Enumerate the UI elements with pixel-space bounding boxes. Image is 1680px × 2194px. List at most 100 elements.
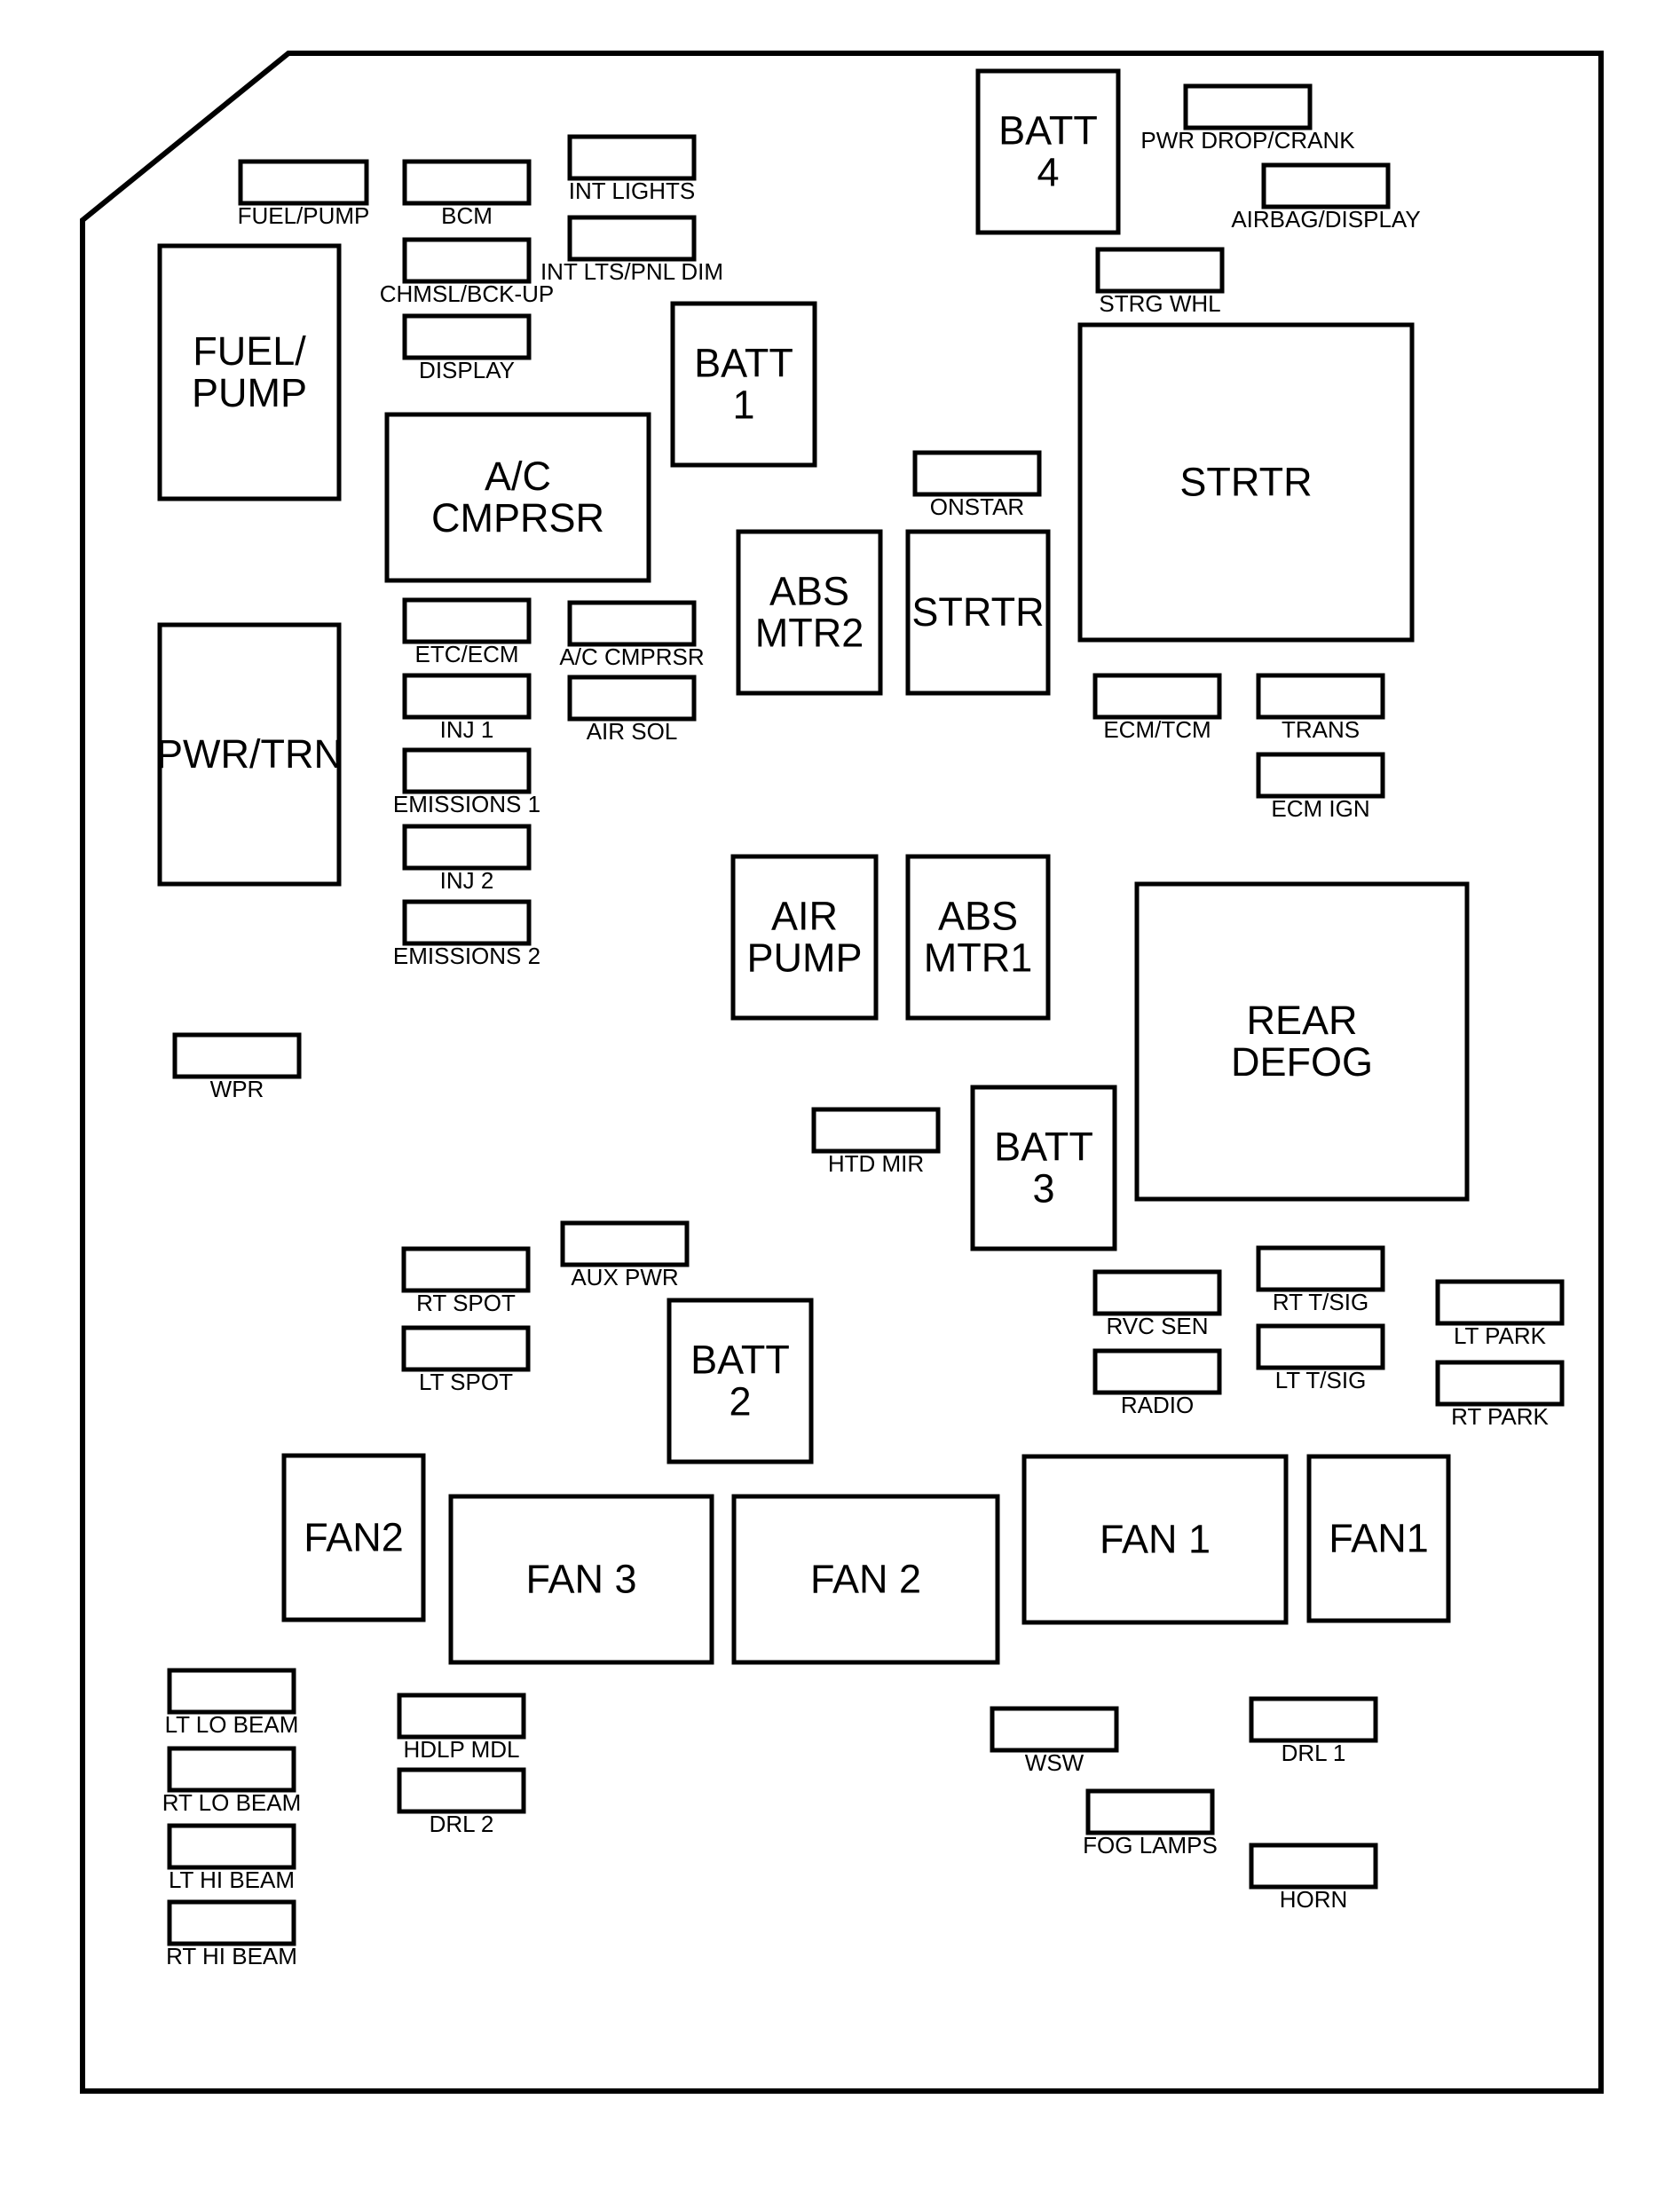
inj-2-fuse-label: INJ 2 [440, 867, 494, 894]
lt-hi-beam-fuse-label: LT HI BEAM [169, 1866, 295, 1893]
int-lights-fuse: INT LIGHTS [567, 134, 697, 204]
drl-2-fuse: DRL 2 [397, 1767, 526, 1837]
abs-mtr1-fuse-label-line: MTR1 [924, 935, 1033, 981]
ecm-ign-fuse-label: ECM IGN [1271, 795, 1369, 822]
trans-fuse-label: TRANS [1282, 716, 1360, 743]
lt-t-sig-fuse-label: LT T/SIG [1275, 1367, 1367, 1393]
inj-2-fuse: INJ 2 [402, 824, 532, 894]
rt-spot-fuse: RT SPOT [401, 1246, 531, 1316]
drl-2-fuse-box [397, 1767, 526, 1814]
rt-park-fuse-label: RT PARK [1451, 1403, 1549, 1430]
rt-t-sig-fuse-box [1256, 1245, 1385, 1292]
htd-mir-fuse-label: HTD MIR [828, 1150, 924, 1177]
airbag-display-fuse: AIRBAG/DISPLAY [1231, 162, 1421, 233]
int-lts-pnl-dim-fuse-box [567, 215, 697, 262]
rt-park-fuse: RT PARK [1435, 1360, 1565, 1430]
fuel-pump-relay-label-line: FUEL/ [193, 328, 306, 374]
fuel-pump-relay-label-line: PUMP [192, 370, 307, 415]
batt-3-fuse-label-line: 3 [1032, 1166, 1054, 1211]
horn-fuse: HORN [1249, 1843, 1378, 1913]
drl-2-fuse-label: DRL 2 [430, 1811, 494, 1837]
inj-1-fuse: INJ 1 [402, 673, 532, 743]
fan-3-relay-box [448, 1494, 714, 1665]
strtr-relay-large: STRTR [1077, 322, 1415, 643]
emissions-1-fuse: EMISSIONS 1 [393, 747, 540, 817]
pwr-trn-relay-box [157, 622, 342, 887]
air-pump-fuse-box [730, 854, 879, 1021]
pwr-drop-crank-fuse-box [1183, 83, 1313, 130]
air-sol-fuse-label: AIR SOL [587, 718, 678, 745]
chmsl-bck-up-fuse: CHMSL/BCK-UP [380, 237, 554, 307]
fan-3-relay: FAN 3 [448, 1494, 714, 1665]
fan2-relay-small: FAN2 [281, 1453, 426, 1622]
pwr-trn-relay: PWR/TRN [156, 622, 343, 887]
fuel-pump-fuse: FUEL/PUMP [238, 159, 369, 229]
batt-2-fuse-label-line: BATT [690, 1338, 790, 1383]
drl-1-fuse-label: DRL 1 [1282, 1740, 1346, 1766]
display-fuse-label: DISPLAY [419, 357, 515, 383]
radio-fuse: RADIO [1092, 1348, 1222, 1418]
fan-3-relay-label-line: FAN 3 [525, 1557, 636, 1602]
wpr-fuse-box [172, 1032, 302, 1079]
batt-1-fuse-label-line: BATT [694, 341, 793, 386]
lt-lo-beam-fuse-box [167, 1668, 296, 1715]
ecm-tcm-fuse: ECM/TCM [1092, 673, 1222, 743]
ac-cmprsr-fuse-label: A/C CMPRSR [559, 643, 704, 670]
rvc-sen-fuse-label: RVC SEN [1106, 1313, 1208, 1339]
horn-fuse-box [1249, 1843, 1378, 1890]
inj-1-fuse-label: INJ 1 [440, 716, 494, 743]
pwr-drop-crank-fuse: PWR DROP/CRANK [1140, 83, 1355, 154]
bcm-fuse-label: BCM [441, 202, 493, 229]
abs-mtr2-fuse-label-line: MTR2 [755, 611, 864, 656]
onstar-fuse-label: ONSTAR [930, 493, 1024, 520]
wsw-fuse-label: WSW [1025, 1749, 1085, 1776]
pwr-trn-relay-label-line: PWR/TRN [156, 731, 343, 777]
etc-ecm-fuse-box [402, 597, 532, 644]
aux-pwr-fuse: AUX PWR [560, 1220, 690, 1290]
batt-4-fuse-box [975, 68, 1121, 235]
int-lts-pnl-dim-fuse: INT LTS/PNL DIM [540, 215, 723, 285]
strtr-fuse: STRTR [905, 529, 1051, 696]
fog-lamps-fuse-label: FOG LAMPS [1083, 1832, 1218, 1859]
rt-lo-beam-fuse-box [167, 1746, 296, 1793]
batt-4-fuse-label-line: BATT [998, 108, 1098, 154]
fan2-relay-small-label-line: FAN2 [304, 1515, 404, 1560]
pwr-drop-crank-fuse-label: PWR DROP/CRANK [1140, 127, 1355, 154]
lt-lo-beam-fuse: LT LO BEAM [165, 1668, 298, 1738]
air-sol-fuse-box [567, 675, 697, 722]
display-fuse: DISPLAY [402, 313, 532, 383]
rt-spot-fuse-label: RT SPOT [416, 1290, 516, 1316]
lt-t-sig-fuse: LT T/SIG [1256, 1323, 1385, 1393]
lt-park-fuse-label: LT PARK [1454, 1322, 1547, 1349]
chmsl-bck-up-fuse-label: CHMSL/BCK-UP [380, 280, 554, 307]
ecm-tcm-fuse-box [1092, 673, 1222, 720]
hdlp-mdl-fuse: HDLP MDL [397, 1693, 526, 1763]
fan-1-relay: FAN 1 [1021, 1454, 1289, 1625]
lt-park-fuse: LT PARK [1435, 1279, 1565, 1349]
air-sol-fuse: AIR SOL [567, 675, 697, 745]
lt-park-fuse-box [1435, 1279, 1565, 1326]
emissions-2-fuse-label: EMISSIONS 2 [393, 943, 540, 969]
batt-2-fuse-label-line: 2 [729, 1379, 751, 1425]
rt-hi-beam-fuse-label: RT HI BEAM [166, 1943, 297, 1969]
strtr-fuse-label-line: STRTR [911, 589, 1044, 635]
rvc-sen-fuse: RVC SEN [1092, 1269, 1222, 1339]
fuel-pump-relay: FUEL/PUMP [157, 243, 342, 501]
batt-2-fuse-box [666, 1298, 814, 1464]
onstar-fuse: ONSTAR [912, 450, 1042, 520]
rear-defog-relay-label-line: DEFOG [1231, 1039, 1373, 1085]
int-lts-pnl-dim-fuse-label: INT LTS/PNL DIM [540, 258, 723, 285]
strg-whl-fuse-box [1095, 247, 1225, 294]
ecm-ign-fuse: ECM IGN [1256, 752, 1385, 822]
onstar-fuse-box [912, 450, 1042, 497]
fan-2-relay: FAN 2 [731, 1494, 1000, 1665]
fuel-pump-fuse-box [238, 159, 369, 206]
radio-fuse-box [1092, 1348, 1222, 1395]
fan1-relay-small-box [1306, 1454, 1451, 1623]
batt-4-fuse-label-line: 4 [1037, 150, 1059, 195]
